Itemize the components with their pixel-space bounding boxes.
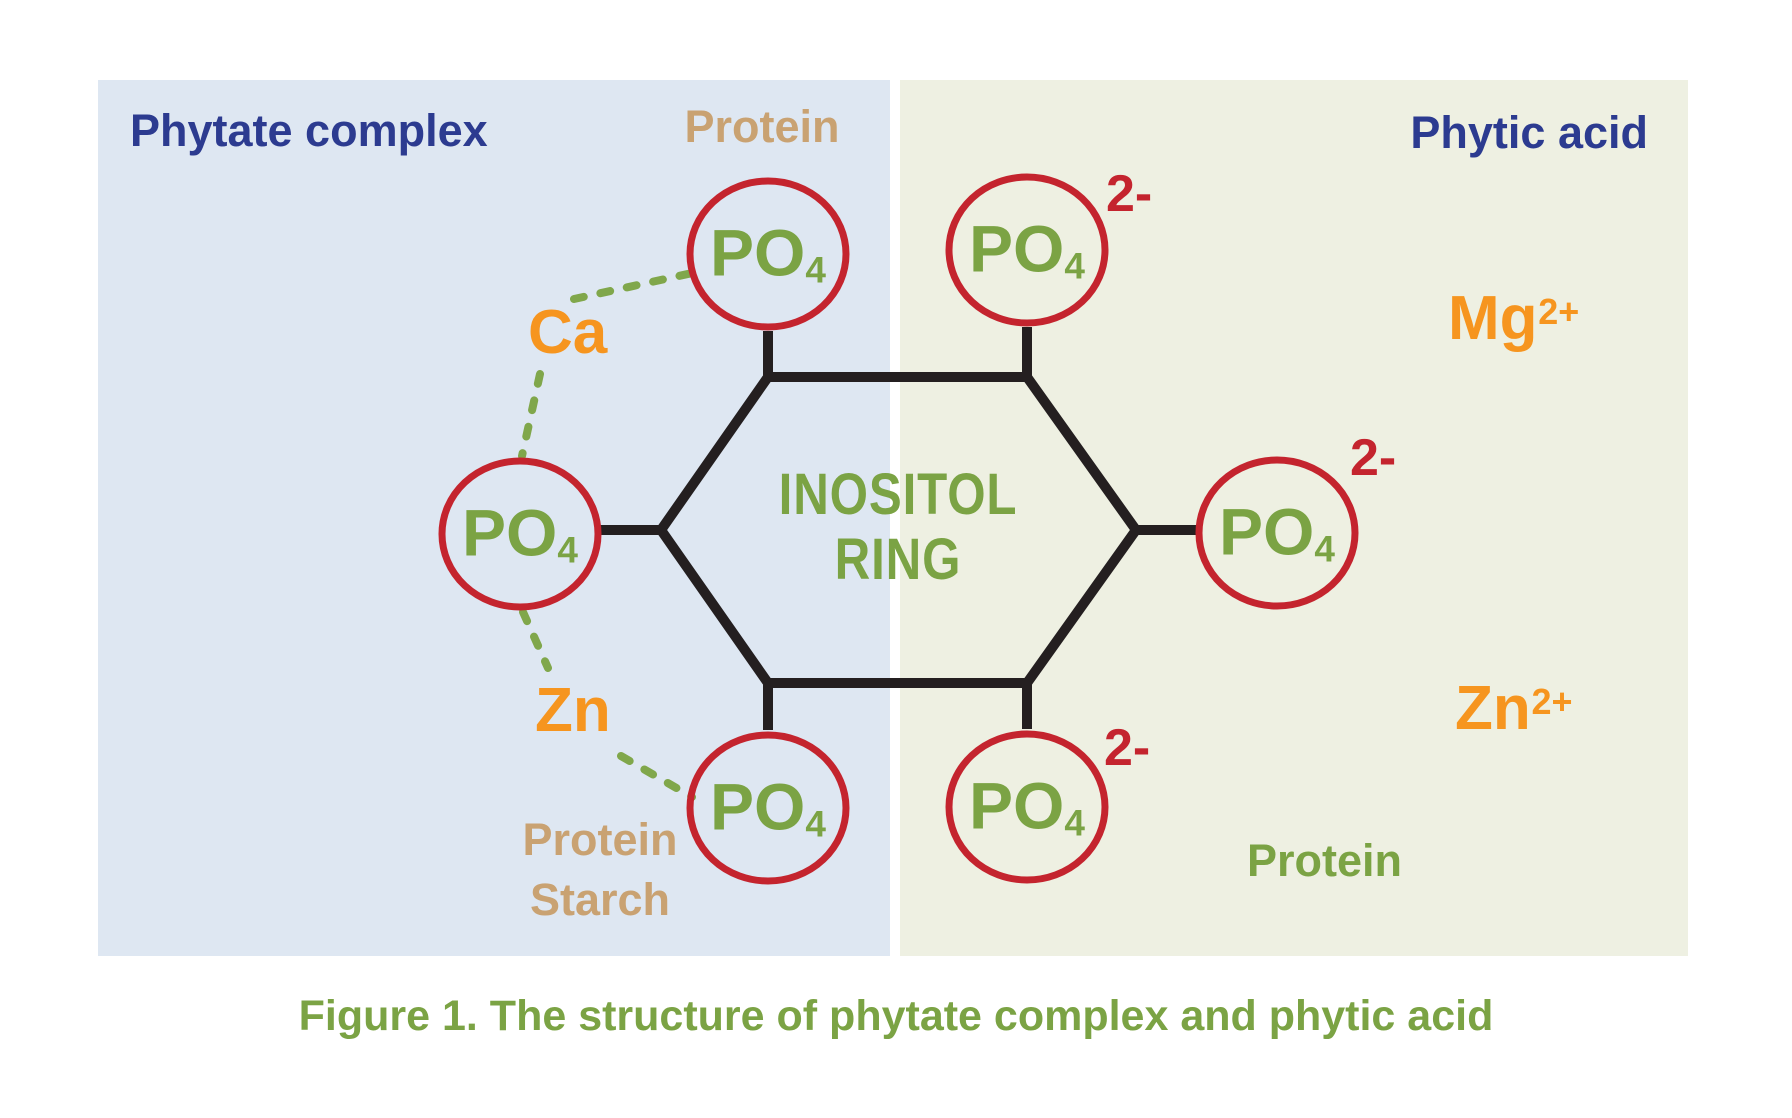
magnesium-ion-label: Mg2+: [1448, 288, 1579, 350]
po4-label-bottom-left: PO4: [710, 769, 826, 845]
protein-starch-line1: Protein: [522, 814, 678, 865]
po4-label-top-right: PO4: [969, 211, 1085, 287]
phosphate-bond-lines: [597, 327, 1200, 730]
zinc-ion-label: Zn2+: [1455, 678, 1572, 740]
protein-starch-label: Protein Starch: [522, 810, 677, 930]
po4-label-bottom-right: PO4: [969, 768, 1085, 844]
phytate-complex-panel: [98, 80, 890, 956]
po4-circle-left: [438, 457, 602, 611]
po4-charge-bottom-right: 2-: [1104, 719, 1151, 777]
zinc-charge: 2+: [1531, 680, 1573, 722]
protein-label-right: Protein: [1247, 835, 1403, 886]
po4-circle-right: [1195, 456, 1359, 610]
po4-charge-top-right: 2-: [1106, 165, 1153, 223]
inositol-ring-label: INOSITOL RING: [778, 462, 1018, 593]
calcium-label: Ca: [528, 298, 608, 367]
phytic-acid-panel: [900, 80, 1688, 956]
figure-caption: Figure 1. The structure of phytate compl…: [298, 992, 1494, 1040]
po4-circle-bottom-left: [686, 731, 850, 885]
po4-label-left: PO4: [462, 495, 578, 571]
inositol-ring-line1: INOSITOL: [778, 462, 1018, 528]
po4-label-right: PO4: [1219, 494, 1335, 570]
phytate-complex-title: Phytate complex: [130, 105, 488, 156]
protein-label-top: Protein: [684, 101, 840, 152]
po4-circle-top-left: [686, 177, 850, 331]
zinc-label: Zn: [535, 676, 611, 745]
mineral-bond-dashed-lines: [518, 268, 701, 801]
phytic-acid-title: Phytic acid: [1410, 107, 1648, 158]
po4-charge-right: 2-: [1350, 429, 1397, 487]
inositol-ring-line2: RING: [834, 527, 962, 592]
magnesium-symbol: Mg: [1448, 284, 1538, 353]
po4-label-top-left: PO4: [710, 215, 826, 291]
zinc-symbol: Zn: [1455, 674, 1531, 743]
po4-circle-top-right: [945, 173, 1109, 327]
protein-starch-line2: Starch: [529, 873, 671, 925]
po4-circle-bottom-right: [945, 730, 1109, 884]
magnesium-charge: 2+: [1538, 290, 1580, 332]
